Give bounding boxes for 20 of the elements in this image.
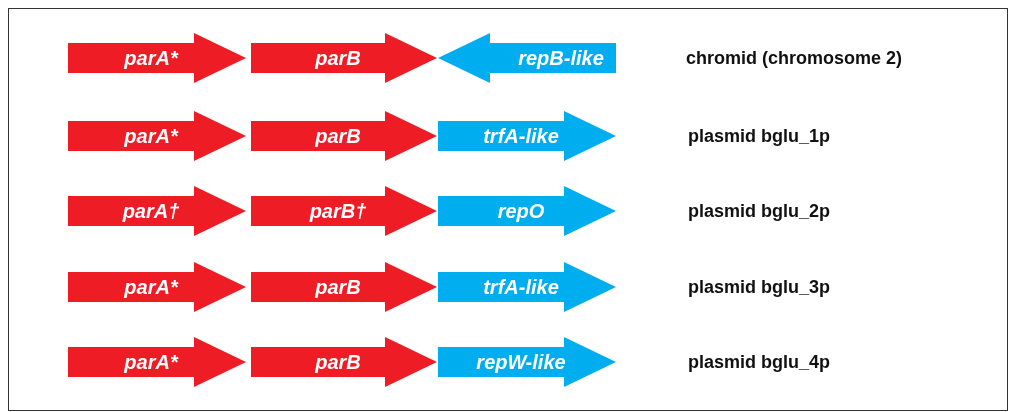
gene-name: repO <box>497 199 545 223</box>
replicon-label: chromid (chromosome 2) <box>686 47 903 69</box>
replicon-label: plasmid bglu_3p <box>688 276 831 298</box>
gene-name: parB <box>315 350 361 374</box>
gene-name: parB <box>315 46 361 70</box>
gene-name: trfA-like <box>483 124 559 148</box>
replicon-label: plasmid bglu_4p <box>688 351 831 373</box>
gene-name: trfA-like <box>483 275 559 299</box>
replicon-label: plasmid bglu_1p <box>688 125 831 147</box>
gene-name: parA* <box>124 46 178 70</box>
gene-name: repB-like <box>518 46 604 70</box>
gene-name: parB <box>315 124 361 148</box>
gene-name: parA* <box>124 275 178 299</box>
gene-name: parB <box>315 275 361 299</box>
gene-name: repW-like <box>476 350 566 374</box>
gene-name: parA* <box>124 350 178 374</box>
gene-name: parA* <box>124 124 178 148</box>
gene-name: parA† <box>122 199 180 223</box>
replicon-label: plasmid bglu_2p <box>688 200 831 222</box>
gene-name: parB† <box>309 199 367 223</box>
